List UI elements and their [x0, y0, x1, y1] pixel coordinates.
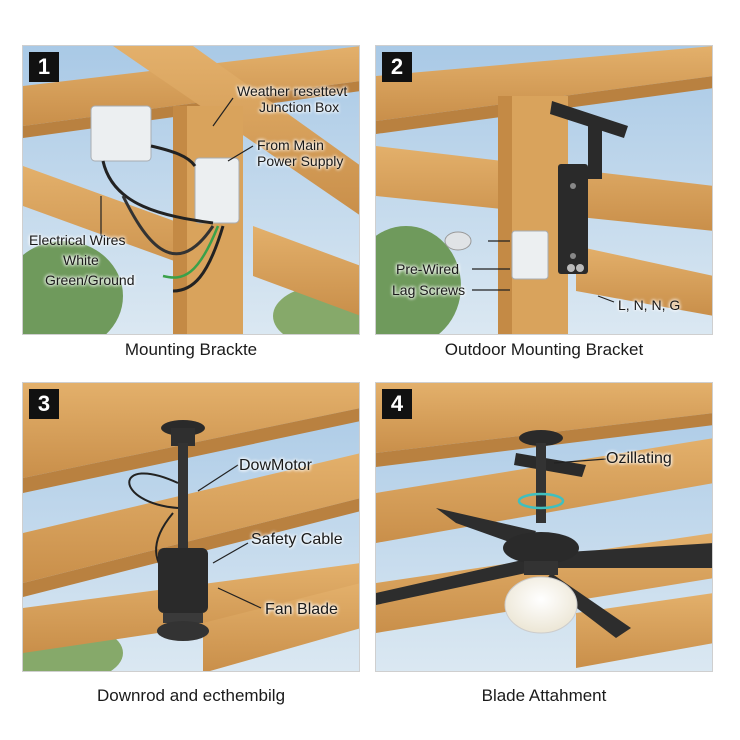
step-number-badge: 1 — [29, 52, 59, 82]
panel-step-2: 2 Pre-Wired Lag Screws L, N, N, G — [375, 45, 713, 335]
label-from-main: From Main — [257, 137, 324, 153]
caption-step-2: Outdoor Mounting Bracket — [444, 340, 644, 359]
step-number-badge: 3 — [29, 389, 59, 419]
panel-step-4: 4 Ozillating — [375, 382, 713, 672]
panel-step-1: 1 Weather resettevt Junction Box From Ma… — [22, 45, 360, 335]
label-weather-box: Weather resettevt — [237, 83, 348, 99]
step-number-badge: 4 — [382, 389, 412, 419]
label-power-supply: Power Supply — [257, 153, 344, 169]
label-lag-screws: Lag Screws — [392, 282, 466, 298]
caption-step-3: Downrod and ecthembilg — [96, 686, 286, 705]
pergola-junction-box-illustration — [23, 46, 359, 334]
label-fan-blade: Fan Blade — [265, 601, 338, 618]
label-ozillating: Ozillating — [606, 450, 672, 467]
label-safety-cable: Safety Cable — [251, 531, 343, 548]
label-junction-box: Junction Box — [259, 99, 340, 115]
label-white-wire: White — [63, 252, 99, 268]
label-pre-wired: Pre-Wired — [396, 261, 460, 277]
caption-step-1: Mounting Brackte — [124, 340, 258, 359]
blade-attachment-illustration — [376, 383, 712, 671]
label-lnng: L, N, N, G — [618, 297, 681, 313]
step-number-badge: 2 — [382, 52, 412, 82]
panel-step-3: 3 DowMotor Safety Cable Fan Blade — [22, 382, 360, 672]
label-dowmotor: DowMotor — [239, 457, 312, 474]
caption-step-4: Blade Attahment — [481, 686, 607, 705]
label-electrical-wires: Electrical Wires — [29, 232, 126, 248]
pergola-mounting-bracket-illustration — [376, 46, 712, 334]
downrod-motor-illustration — [23, 383, 359, 671]
label-green-ground-wire: Green/Ground — [45, 272, 135, 288]
